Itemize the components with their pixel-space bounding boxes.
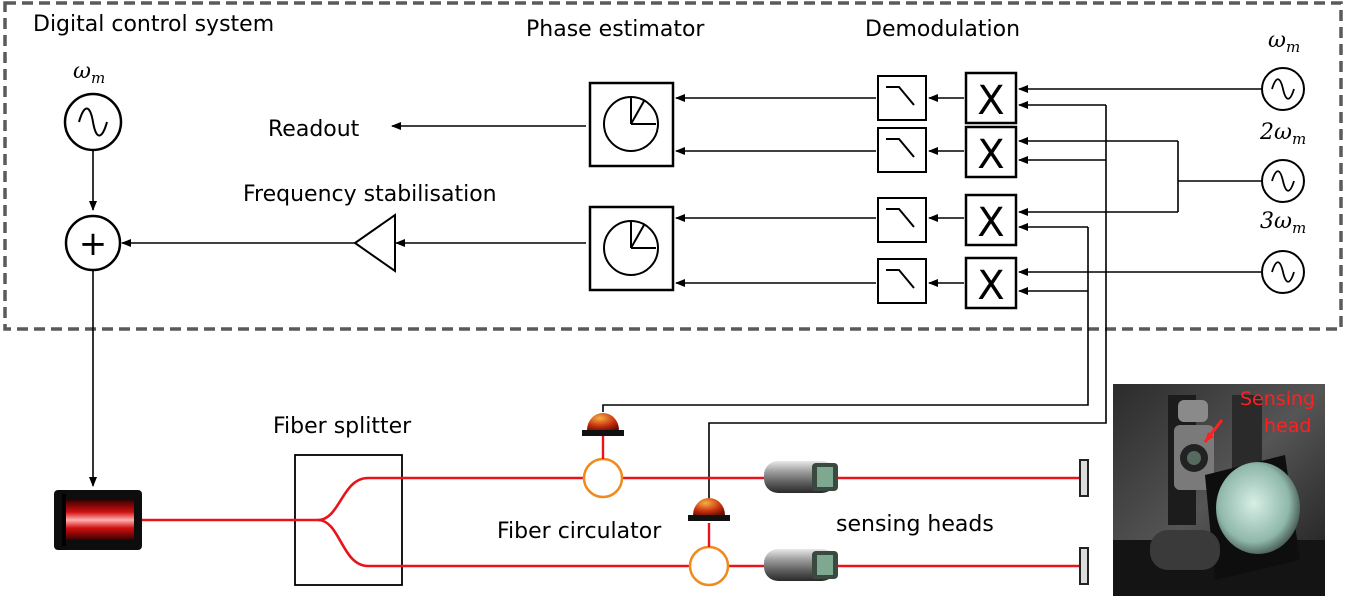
photodetector-top-icon [582,413,624,436]
amplifier-icon [353,213,396,273]
lowpass-filter-3-icon [877,197,927,243]
lowpass-filter-2-icon [877,127,927,173]
mirror-top-icon [1079,459,1089,497]
sensing-head-bottom-icon [764,549,838,581]
oscillator-2omega-icon [1261,159,1305,203]
pd-bottom-signal-line [708,105,1107,500]
pd-top-signal-line [602,227,1089,412]
lowpass-filter-1-icon [877,75,927,121]
photodetector-bottom-icon [688,498,730,521]
omega-3-label: 3ωm [1260,209,1306,237]
mirror-bottom-icon [1079,547,1089,585]
svg-text:X: X [977,263,1004,309]
svg-text:+: + [79,224,108,264]
oscillator-omega-icon [1261,67,1305,111]
svg-text:Sensing: Sensing [1240,388,1315,410]
control-system-title: Digital control system [33,12,274,37]
readout-label: Readout [268,117,360,142]
omega-2-label: 2ωm [1259,120,1306,148]
optical-fibers [142,476,1080,568]
svg-text:head: head [1264,415,1311,437]
lowpass-filter-4-icon [877,258,927,304]
svg-text:X: X [977,132,1004,178]
fiber-circulator-bottom-icon [688,545,730,587]
fiber-circulator-label: Fiber circulator [497,519,662,544]
mixer-1-icon: X [964,71,1018,125]
phase-estimator-top-icon [588,81,675,168]
frequency-stabilisation-label: Frequency stabilisation [243,182,497,207]
phase-estimator-title: Phase estimator [526,17,705,42]
svg-text:X: X [977,200,1004,246]
omega-left-label: ωm [73,59,105,87]
fiber-splitter-label: Fiber splitter [273,414,412,439]
sum-node-icon: + [64,214,122,272]
sensing-head-top-icon [764,461,838,493]
mixer-2-icon: X [964,125,1018,179]
control-system-border [3,1,1343,331]
oscillator-left-icon [63,92,123,152]
oscillator-3omega-icon [1261,250,1305,294]
phase-estimator-bottom-icon [588,205,675,292]
sensing-head-photo: Sensing head [1113,384,1325,596]
svg-text:X: X [977,78,1004,124]
mixer-4-icon: X [964,256,1018,310]
sensing-heads-label: sensing heads [836,512,994,537]
omega-1-label: ωm [1268,28,1300,56]
demodulation-title: Demodulation [865,17,1020,42]
mixer-3-icon: X [964,193,1018,247]
fiber-circulator-top-icon [582,457,624,499]
laser-icon [54,490,142,550]
